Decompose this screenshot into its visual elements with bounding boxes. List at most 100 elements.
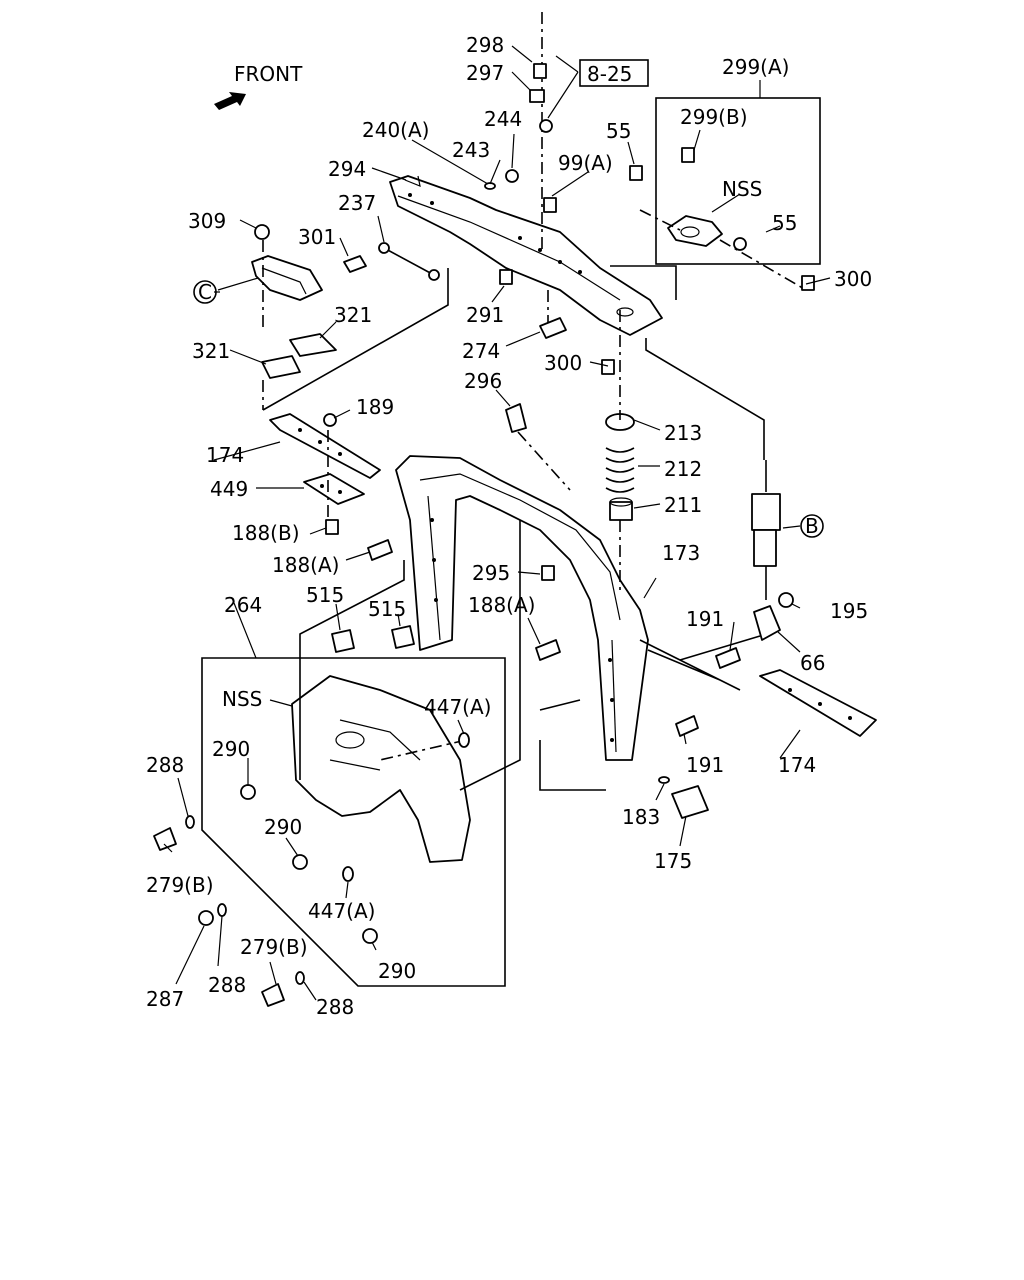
bolt-191-top [715,647,741,669]
callout-188b[interactable]: 188(B) [232,521,300,545]
nut-189 [323,413,337,427]
clip-297 [529,89,545,103]
arch-frame [395,455,649,761]
spring-stack [605,413,635,521]
circle-ref-c[interactable]: C [193,280,217,304]
callout-300-right[interactable]: 300 [834,267,872,291]
callout-447a-top[interactable]: 447(A) [424,695,491,719]
callout-174-left[interactable]: 174 [206,443,244,467]
bolt-175 [671,785,709,819]
callout-299b[interactable]: 299(B) [680,105,748,129]
callout-188a-left[interactable]: 188(A) [272,553,339,577]
front-indicator: FRONT [214,62,303,110]
bolt-279b-b [261,983,285,1007]
callout-515-a[interactable]: 515 [306,583,344,607]
callout-296[interactable]: 296 [464,369,502,393]
bolt-279b-a [153,827,177,851]
hook-bracket [251,255,323,301]
reference-box-label: 8-25 [587,62,632,86]
bolt-299b [681,147,695,163]
bracket-66 [753,605,781,641]
bolt-188a-left [367,539,393,561]
callout-240a[interactable]: 240(A) [362,118,429,142]
callout-449[interactable]: 449 [210,477,248,501]
washer-183 [658,776,670,784]
bolt-301 [343,255,367,273]
callout-287[interactable]: 287 [146,987,184,1011]
callout-295[interactable]: 295 [472,561,510,585]
callout-183[interactable]: 183 [622,805,660,829]
callout-274[interactable]: 274 [462,339,500,363]
reference-box[interactable]: 8-25 [579,59,649,87]
plate-box-264 [201,657,506,987]
plate-449 [303,473,365,505]
bolt-295 [541,565,555,581]
nut-309 [254,224,270,240]
callout-321-lower[interactable]: 321 [192,339,230,363]
callout-291[interactable]: 291 [466,303,504,327]
bracket-274 [539,317,567,339]
callout-298[interactable]: 298 [466,33,504,57]
callout-nss-top[interactable]: NSS [722,177,762,201]
bolt-300-mid [601,359,615,375]
plug-447a-bottom [342,866,354,882]
circle-ref-b-label: B [805,514,819,538]
callout-174-right[interactable]: 174 [778,753,816,777]
callout-175[interactable]: 175 [654,849,692,873]
callout-99a[interactable]: 99(A) [558,151,613,175]
callout-288-a[interactable]: 288 [146,753,184,777]
callout-55-top[interactable]: 55 [606,119,631,143]
callout-212[interactable]: 212 [664,457,702,481]
callout-189[interactable]: 189 [356,395,394,419]
callout-294[interactable]: 294 [328,157,366,181]
callout-55-right[interactable]: 55 [772,211,797,235]
washer-288-c [295,971,305,985]
callout-243[interactable]: 243 [452,138,490,162]
callout-66[interactable]: 66 [800,651,825,675]
callout-299a[interactable]: 299(A) [722,55,789,79]
nut-290-c [362,928,378,944]
front-arrow-icon [214,92,246,110]
callout-290-b[interactable]: 290 [264,815,302,839]
callout-nss-mid[interactable]: NSS [222,687,262,711]
shock-absorber [751,460,781,600]
washer-288-a [185,815,195,829]
callout-213[interactable]: 213 [664,421,702,445]
bolt-188b [325,519,339,535]
callout-195[interactable]: 195 [830,599,868,623]
callout-288-b[interactable]: 288 [208,973,246,997]
nut-55-top [629,165,643,181]
bracket-174-left [269,413,381,479]
upper-cross-member [389,175,663,336]
callout-191-top[interactable]: 191 [686,607,724,631]
callout-279b-a[interactable]: 279(B) [146,873,214,897]
bracket-box-299a [655,97,821,265]
callout-288-c[interactable]: 288 [316,995,354,1019]
callout-173[interactable]: 173 [662,541,700,565]
callout-297[interactable]: 297 [466,61,504,85]
callout-300-mid[interactable]: 300 [544,351,582,375]
callout-447a-bottom[interactable]: 447(A) [308,899,375,923]
callout-515-b[interactable]: 515 [368,597,406,621]
hardware [153,63,815,1007]
callout-321-upper[interactable]: 321 [334,303,372,327]
nut-55-right [733,237,747,251]
callout-264[interactable]: 264 [224,593,262,617]
callout-290-c[interactable]: 290 [378,959,416,983]
callout-237[interactable]: 237 [338,191,376,215]
nut-290-a [240,784,256,800]
circle-ref-b[interactable]: B [800,514,824,538]
bolt-99a [543,197,557,213]
callout-309[interactable]: 309 [188,209,226,233]
sleeve-515-a [331,629,355,653]
callout-191-bottom[interactable]: 191 [686,753,724,777]
circle-ref-c-label: C [198,280,212,304]
callout-301[interactable]: 301 [298,225,336,249]
callout-244[interactable]: 244 [484,107,522,131]
callout-290-a[interactable]: 290 [212,737,250,761]
callout-211[interactable]: 211 [664,493,702,517]
callout-188a-right[interactable]: 188(A) [468,593,535,617]
callout-279b-b[interactable]: 279(B) [240,935,308,959]
bolt-298 [533,63,547,79]
